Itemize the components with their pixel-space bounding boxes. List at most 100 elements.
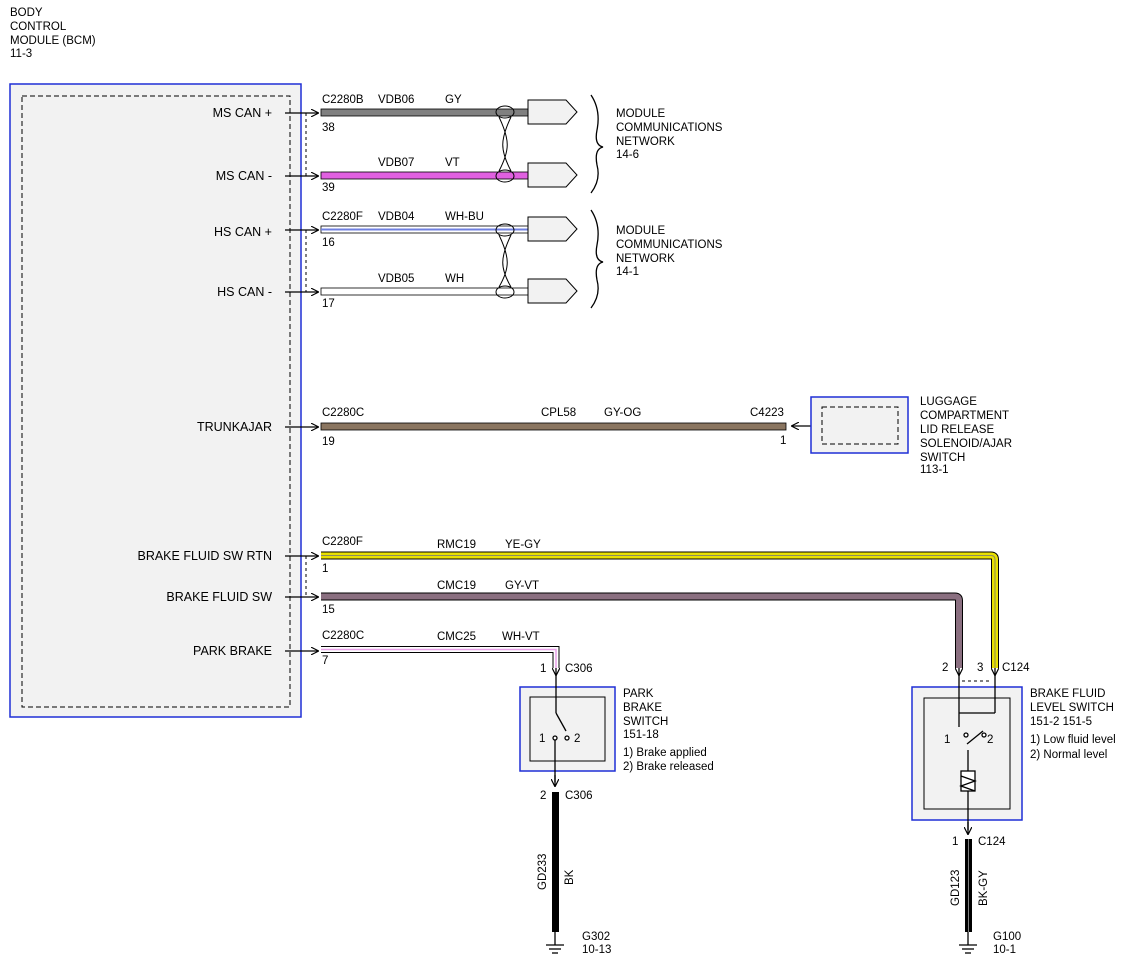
luggage-label-line: 113-1 bbox=[920, 464, 949, 476]
network-label-line: MODULE bbox=[616, 108, 666, 120]
circuit-label: GD233 bbox=[537, 854, 549, 890]
park-brake-label-line: 1) Brake applied bbox=[623, 747, 707, 759]
network-label-line: NETWORK bbox=[616, 253, 675, 265]
bcm-pin-labels: MS CAN + MS CAN - HS CAN + HS CAN - TRUN… bbox=[137, 106, 272, 658]
brake-fluid-label-line: 2) Normal level bbox=[1030, 749, 1107, 761]
network-label-ms: MODULE COMMUNICATIONS NETWORK 14-6 bbox=[616, 108, 723, 161]
wire-cpl58 bbox=[320, 422, 787, 431]
pin-number: 16 bbox=[322, 237, 335, 249]
brake-fluid-label-line: LEVEL SWITCH bbox=[1030, 702, 1114, 714]
ground-label-line: 10-1 bbox=[993, 944, 1016, 956]
wire-gd233: GD233 BK bbox=[537, 792, 576, 932]
color-label: GY-VT bbox=[505, 580, 539, 592]
connector-label: C2280F bbox=[322, 211, 363, 223]
pin-number: 39 bbox=[322, 182, 335, 194]
color-label: YE-GY bbox=[505, 539, 541, 551]
wire-gd123: GD123 BK-GY bbox=[950, 839, 990, 932]
pin-number: 1 bbox=[540, 663, 546, 675]
network-label-line: NETWORK bbox=[616, 136, 675, 148]
ground-label-line: 10-13 bbox=[582, 944, 611, 956]
network-braces bbox=[590, 94, 604, 309]
park-brake-connector-top: 1 C306 bbox=[540, 663, 593, 675]
connector-label: C2280B bbox=[322, 94, 364, 106]
pin-number: 38 bbox=[322, 122, 335, 134]
pin-number: 3 bbox=[977, 662, 983, 674]
switch-position-label: 2 bbox=[987, 734, 993, 746]
color-label: GY-OG bbox=[604, 407, 641, 419]
park-brake-label-line: 2) Brake released bbox=[623, 761, 714, 773]
circuit-label: VDB06 bbox=[378, 94, 414, 106]
pin-label-ms-can-plus: MS CAN + bbox=[213, 106, 272, 120]
pin-number: 1 bbox=[322, 563, 328, 575]
park-brake-label-line: 151-18 bbox=[623, 729, 659, 741]
color-label: VT bbox=[445, 157, 460, 169]
twisted-pair-ms bbox=[495, 105, 515, 183]
brake-fluid-positions: 1 2 bbox=[944, 734, 993, 746]
park-brake-switch-inner bbox=[529, 696, 606, 762]
connector-label: C2280C bbox=[322, 630, 364, 642]
switch-position-label: 1 bbox=[944, 734, 950, 746]
park-brake-connector-bottom: 2 C306 bbox=[540, 775, 593, 802]
pin-number: 19 bbox=[322, 436, 335, 448]
ground-label-g100: G100 10-1 bbox=[993, 931, 1021, 956]
trunk-wire-labels: C2280C CPL58 GY-OG 19 C4223 1 bbox=[322, 407, 786, 448]
ground-symbol-g100 bbox=[959, 932, 977, 954]
circuit-label: GD123 bbox=[950, 870, 962, 906]
network-label-line: 14-6 bbox=[616, 149, 639, 161]
luggage-component-box bbox=[810, 396, 909, 454]
park-brake-label-line: SWITCH bbox=[623, 716, 668, 728]
network-label-line: MODULE bbox=[616, 225, 666, 237]
bcm-title-line: BODY bbox=[10, 7, 43, 19]
network-label-line: COMMUNICATIONS bbox=[616, 239, 723, 251]
color-label: WH-BU bbox=[445, 211, 484, 223]
luggage-label-line: SOLENOID/AJAR bbox=[920, 438, 1012, 450]
color-label: GY bbox=[445, 94, 462, 106]
wire-cmc25 bbox=[321, 646, 560, 668]
luggage-label-line: COMPARTMENT bbox=[920, 410, 1009, 422]
pin-label-hs-can-minus: HS CAN - bbox=[217, 285, 272, 299]
network-label-line: 14-1 bbox=[616, 266, 639, 278]
circuit-label: CMC25 bbox=[437, 631, 476, 643]
pin-number: 2 bbox=[942, 662, 948, 674]
network-terminals bbox=[527, 99, 578, 304]
luggage-label: LUGGAGE COMPARTMENT LID RELEASE SOLENOID… bbox=[920, 396, 1012, 476]
circuit-label: VDB07 bbox=[378, 157, 414, 169]
brake-fluid-label: BRAKE FLUID LEVEL SWITCH 151-2 151-5 1) … bbox=[1030, 688, 1116, 761]
pin-number: 1 bbox=[780, 435, 786, 447]
connector-label: C124 bbox=[978, 836, 1006, 848]
connector-label: C4223 bbox=[750, 407, 784, 419]
park-brake-label: PARK BRAKE SWITCH 151-18 1) Brake applie… bbox=[623, 688, 714, 773]
bcm-title: BODY CONTROL MODULE (BCM) 11-3 bbox=[10, 7, 96, 60]
pin-label-hs-can-plus: HS CAN + bbox=[214, 225, 272, 239]
network-label-line: COMMUNICATIONS bbox=[616, 122, 723, 134]
pin-number: 7 bbox=[322, 655, 328, 667]
pin-label-ms-can-minus: MS CAN - bbox=[216, 169, 272, 183]
brake-fluid-connector-top: 2 3 C124 bbox=[942, 662, 1030, 682]
wire-cmc19 bbox=[321, 592, 963, 668]
can-wire-labels: C2280B VDB06 GY 38 VDB07 VT 39 C2280F VD… bbox=[322, 94, 484, 310]
pin-number: 17 bbox=[322, 298, 335, 310]
brake-fluid-switch-contacts bbox=[958, 675, 996, 830]
ground-label-g302: G302 10-13 bbox=[582, 931, 611, 956]
switch-position-label: 2 bbox=[574, 733, 580, 745]
connector-label: C2280C bbox=[322, 407, 364, 419]
bcm-title-line: CONTROL bbox=[10, 21, 67, 33]
color-label: WH-VT bbox=[502, 631, 540, 643]
pin-label-brake-fluid-sw: BRAKE FLUID SW bbox=[166, 590, 272, 604]
switch-position-label: 1 bbox=[539, 733, 545, 745]
ground-label-line: G302 bbox=[582, 931, 610, 943]
brake-wire-labels: C2280F RMC19 YE-GY 1 CMC19 GY-VT 15 C228… bbox=[322, 536, 541, 667]
bcm-module-box bbox=[9, 83, 302, 718]
brake-fluid-connector-bottom: 1 C124 bbox=[952, 822, 1006, 848]
luggage-label-line: SWITCH bbox=[920, 452, 965, 464]
bcm-title-line: 11-3 bbox=[10, 48, 32, 60]
brake-fluid-switch-inner bbox=[923, 697, 1011, 810]
bcm-title-line: MODULE (BCM) bbox=[10, 35, 96, 47]
pin-number: 1 bbox=[952, 836, 958, 848]
bcm-module-inner bbox=[21, 95, 291, 708]
twisted-pair-hs bbox=[495, 223, 515, 299]
connector-label: C124 bbox=[1002, 662, 1030, 674]
pin-label-trunkajar: TRUNKAJAR bbox=[197, 420, 272, 434]
connector-label: C2280F bbox=[322, 536, 363, 548]
